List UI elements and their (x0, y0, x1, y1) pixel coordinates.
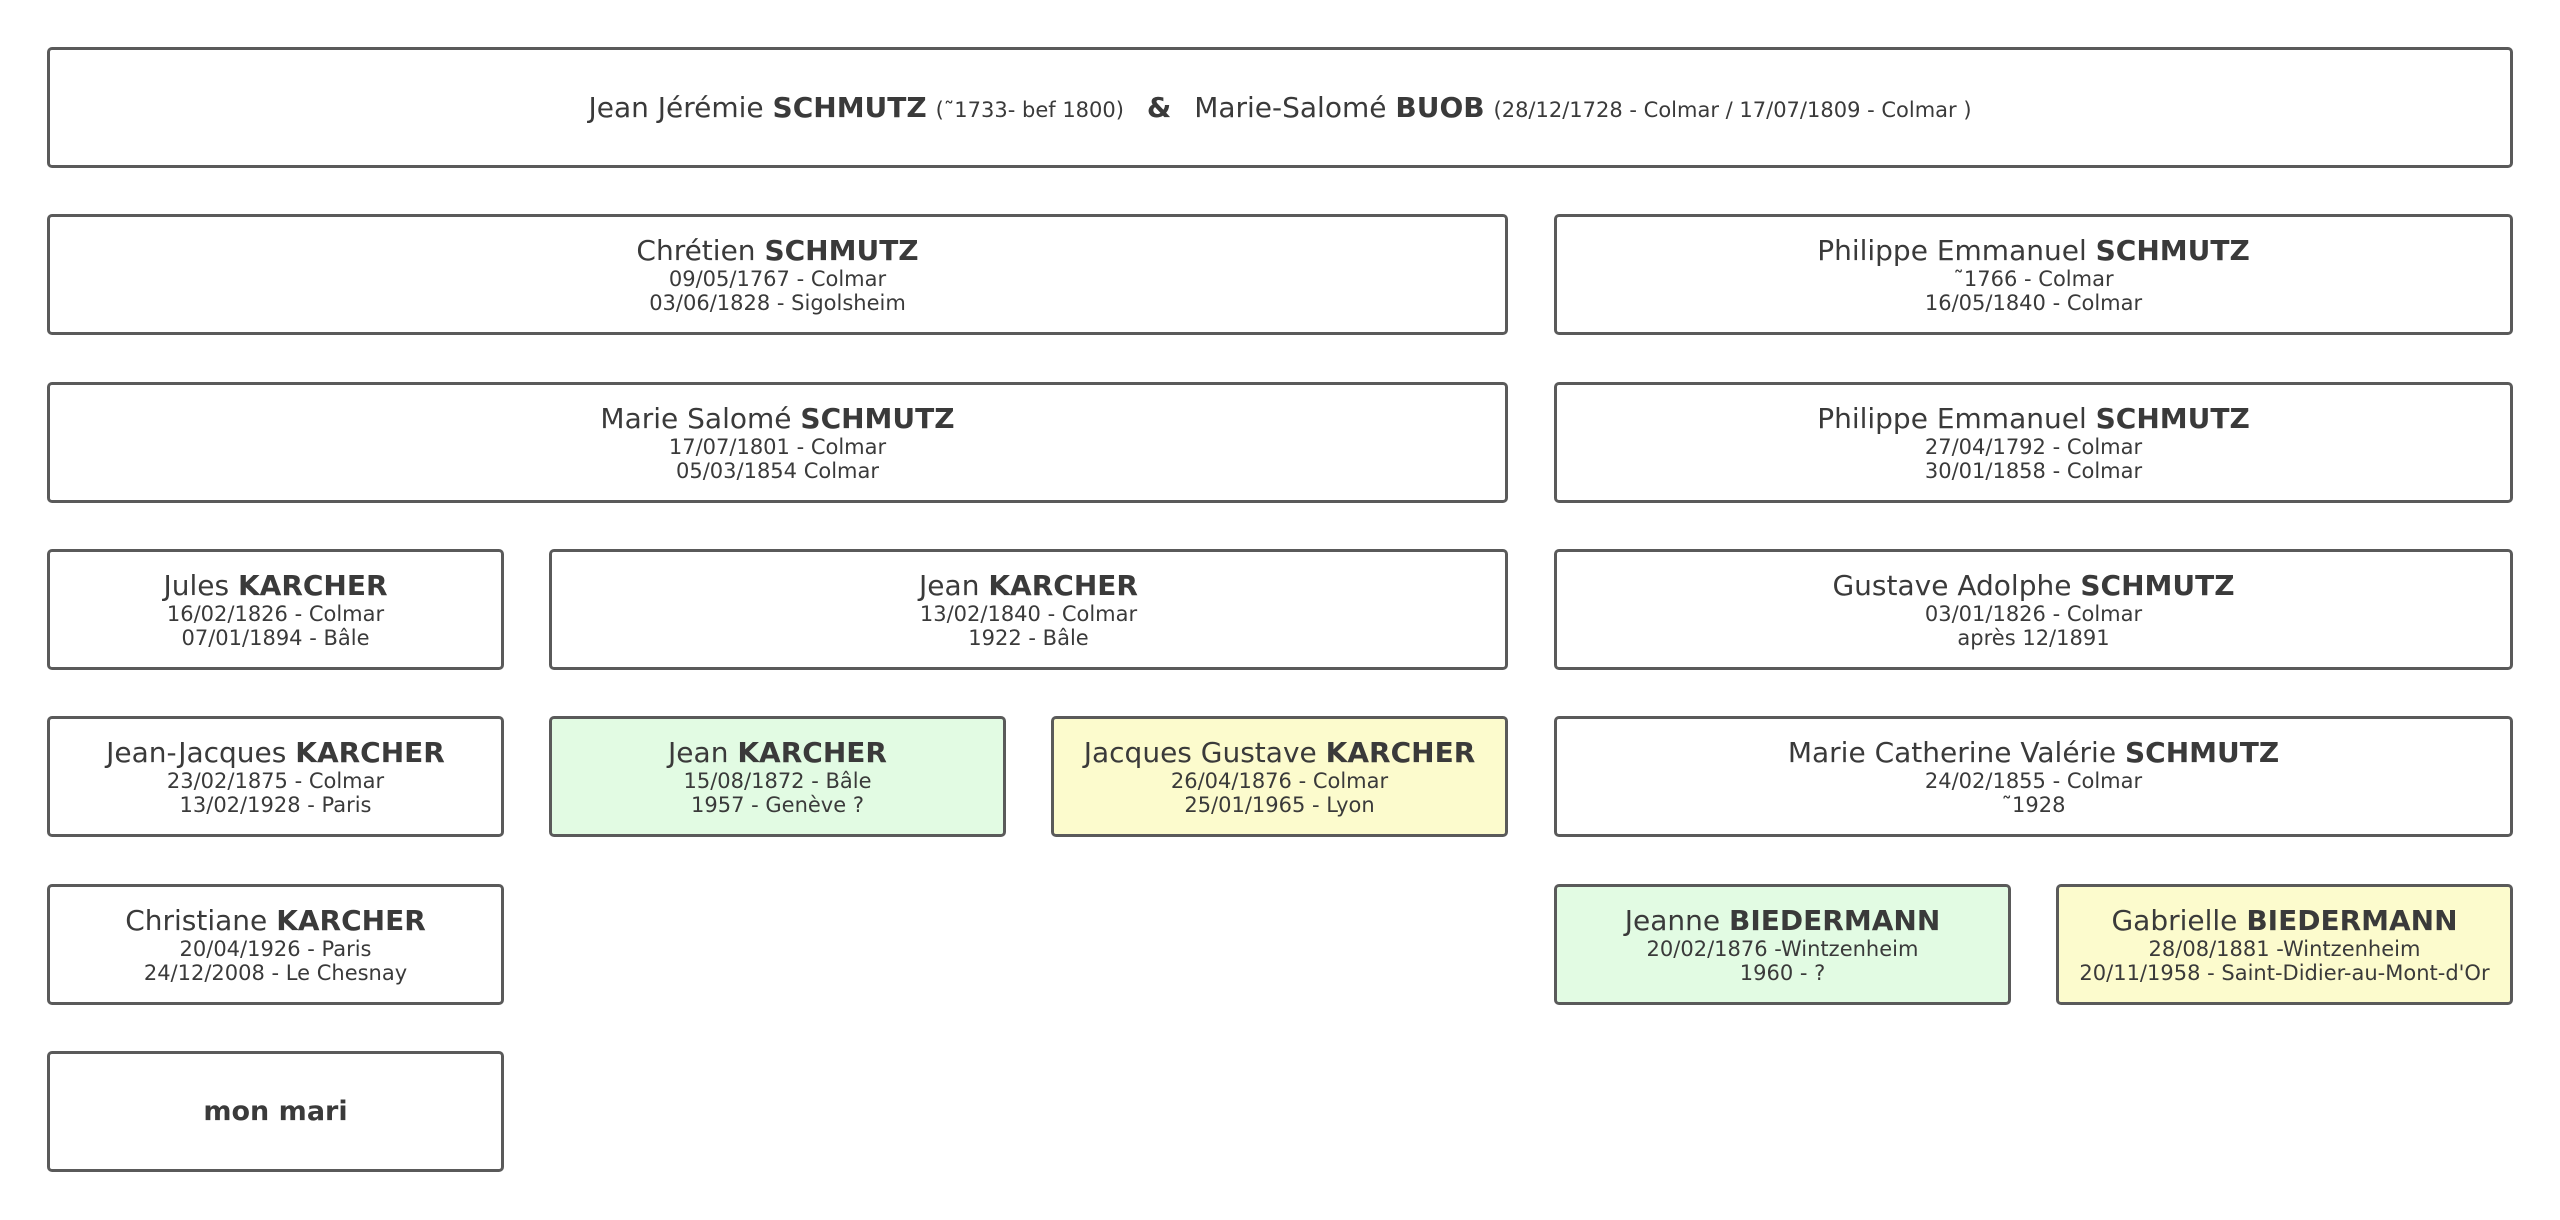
surname: SCHMUTZ (2095, 234, 2250, 267)
person-box-jacques-gustave-karcher: Jacques Gustave KARCHER 26/04/1876 - Col… (1051, 716, 1508, 837)
person-box-jean-karcher-1872: Jean KARCHER 15/08/1872 - Bâle 1957 - Ge… (549, 716, 1006, 837)
birth-line: 24/02/1855 - Colmar (1924, 769, 2143, 793)
surname: SCHMUTZ (2124, 736, 2280, 769)
person-name: Marie Salomé SCHMUTZ (600, 402, 954, 435)
person-box-jean-karcher-1840: Jean KARCHER 13/02/1840 - Colmar 1922 - … (549, 549, 1508, 670)
birth-line: 09/05/1767 - Colmar (668, 267, 887, 291)
person-box-jeanne-biedermann: Jeanne BIEDERMANN 20/02/1876 -Wintzenhei… (1554, 884, 2011, 1005)
person-name: Jacques Gustave KARCHER (1084, 736, 1476, 769)
person-name: Jules KARCHER (163, 569, 387, 602)
given-name: Philippe Emmanuel (1817, 234, 2087, 267)
surname: SCHMUTZ (2095, 402, 2250, 435)
root-person1-surname: SCHMUTZ (772, 91, 927, 124)
death-line: 07/01/1894 - Bâle (181, 626, 370, 650)
root-person1-given: Jean Jérémie (588, 91, 764, 124)
surname: SCHMUTZ (764, 234, 919, 267)
birth-line: 15/08/1872 - Bâle (683, 769, 872, 793)
birth-line: 03/01/1826 - Colmar (1924, 602, 2143, 626)
surname: KARCHER (988, 569, 1138, 602)
person-box-jean-jacques-karcher: Jean-Jacques KARCHER 23/02/1875 - Colmar… (47, 716, 504, 837)
given-name: Jean (919, 569, 980, 602)
surname: SCHMUTZ (800, 402, 955, 435)
person-box-chretien: Chrétien SCHMUTZ 09/05/1767 - Colmar 03/… (47, 214, 1508, 335)
root-couple-box: Jean Jérémie SCHMUTZ (˜1733- bef 1800) &… (47, 47, 2513, 168)
person-box-philippe-emmanuel-1792: Philippe Emmanuel SCHMUTZ 27/04/1792 - C… (1554, 382, 2513, 503)
given-name: Jean (668, 736, 729, 769)
mon-mari-label: mon mari (203, 1096, 348, 1127)
person-name: Gustave Adolphe SCHMUTZ (1832, 569, 2234, 602)
person-box-philippe-emmanuel-1766: Philippe Emmanuel SCHMUTZ ˜1766 - Colmar… (1554, 214, 2513, 335)
person-name: Philippe Emmanuel SCHMUTZ (1817, 402, 2250, 435)
person-name: Chrétien SCHMUTZ (636, 234, 918, 267)
birth-line: 13/02/1840 - Colmar (919, 602, 1138, 626)
person-name: Jean KARCHER (919, 569, 1138, 602)
surname: KARCHER (1325, 736, 1476, 769)
death-line: 13/02/1928 - Paris (179, 793, 372, 817)
root-couple-line: Jean Jérémie SCHMUTZ (˜1733- bef 1800) &… (588, 91, 1971, 124)
birth-line: 27/04/1792 - Colmar (1924, 435, 2143, 459)
death-line: 25/01/1965 - Lyon (1184, 793, 1375, 817)
birth-line: 16/02/1826 - Colmar (166, 602, 385, 626)
person-name: Gabrielle BIEDERMANN (2111, 904, 2457, 937)
root-person2-surname: BUOB (1395, 91, 1485, 124)
surname: BIEDERMANN (2246, 904, 2458, 937)
given-name: Jules (163, 569, 230, 602)
given-name: Jacques Gustave (1083, 736, 1317, 769)
person-name: Philippe Emmanuel SCHMUTZ (1817, 234, 2250, 267)
given-name: Marie Catherine Valérie (1787, 736, 2117, 769)
death-line: 1957 - Genève ? (691, 793, 864, 817)
death-line: 30/01/1858 - Colmar (1924, 459, 2143, 483)
root-person1-dates: (˜1733- bef 1800) (935, 98, 1124, 122)
given-name: Jeanne (1624, 904, 1721, 937)
given-name: Philippe Emmanuel (1817, 402, 2087, 435)
death-line: 24/12/2008 - Le Chesnay (143, 961, 408, 985)
birth-line: ˜1766 - Colmar (1953, 267, 2114, 291)
birth-line: 20/04/1926 - Paris (179, 937, 372, 961)
given-name: Christiane (125, 904, 268, 937)
person-box-gustave-adolphe: Gustave Adolphe SCHMUTZ 03/01/1826 - Col… (1554, 549, 2513, 670)
person-box-marie-catherine-valerie: Marie Catherine Valérie SCHMUTZ 24/02/18… (1554, 716, 2513, 837)
surname: KARCHER (737, 736, 887, 769)
death-line: 1960 - ? (1739, 961, 1826, 985)
person-name: Marie Catherine Valérie SCHMUTZ (1788, 736, 2279, 769)
person-name: Jean-Jacques KARCHER (106, 736, 445, 769)
death-line: 03/06/1828 - Sigolsheim (649, 291, 906, 315)
person-box-marie-salome: Marie Salomé SCHMUTZ 17/07/1801 - Colmar… (47, 382, 1508, 503)
person-name: Christiane KARCHER (125, 904, 426, 937)
root-person2-dates: (28/12/1728 - Colmar / 17/07/1809 - Colm… (1493, 98, 1972, 122)
birth-line: 28/08/1881 -Wintzenheim (2148, 937, 2421, 961)
birth-line: 23/02/1875 - Colmar (166, 769, 385, 793)
death-line: 20/11/1958 - Saint-Didier-au-Mont-d'Or (2079, 961, 2490, 985)
surname: BIEDERMANN (1729, 904, 1941, 937)
death-line: ˜1928 (2001, 793, 2066, 817)
surname: KARCHER (276, 904, 426, 937)
person-box-mon-mari: mon mari (47, 1051, 504, 1172)
person-box-gabrielle-biedermann: Gabrielle BIEDERMANN 28/08/1881 -Wintzen… (2056, 884, 2513, 1005)
surname: KARCHER (237, 569, 388, 602)
given-name: Jean-Jacques (106, 736, 287, 769)
birth-line: 17/07/1801 - Colmar (668, 435, 887, 459)
person-box-christiane-karcher: Christiane KARCHER 20/04/1926 - Paris 24… (47, 884, 504, 1005)
surname: KARCHER (295, 736, 445, 769)
death-line: 16/05/1840 - Colmar (1924, 291, 2143, 315)
given-name: Marie Salomé (600, 402, 792, 435)
person-name: Jeanne BIEDERMANN (1625, 904, 1941, 937)
given-name: Chrétien (636, 234, 756, 267)
birth-line: 26/04/1876 - Colmar (1170, 769, 1389, 793)
death-line: 1922 - Bâle (968, 626, 1089, 650)
death-line: 05/03/1854 Colmar (675, 459, 880, 483)
death-line: après 12/1891 (1957, 626, 2110, 650)
root-person2-given: Marie-Salomé (1194, 91, 1387, 124)
root-ampersand: & (1146, 91, 1172, 124)
surname: SCHMUTZ (2080, 569, 2235, 602)
given-name: Gabrielle (2111, 904, 2238, 937)
given-name: Gustave Adolphe (1832, 569, 2072, 602)
person-name: Jean KARCHER (668, 736, 887, 769)
person-box-jules-karcher: Jules KARCHER 16/02/1826 - Colmar 07/01/… (47, 549, 504, 670)
birth-line: 20/02/1876 -Wintzenheim (1646, 937, 1919, 961)
